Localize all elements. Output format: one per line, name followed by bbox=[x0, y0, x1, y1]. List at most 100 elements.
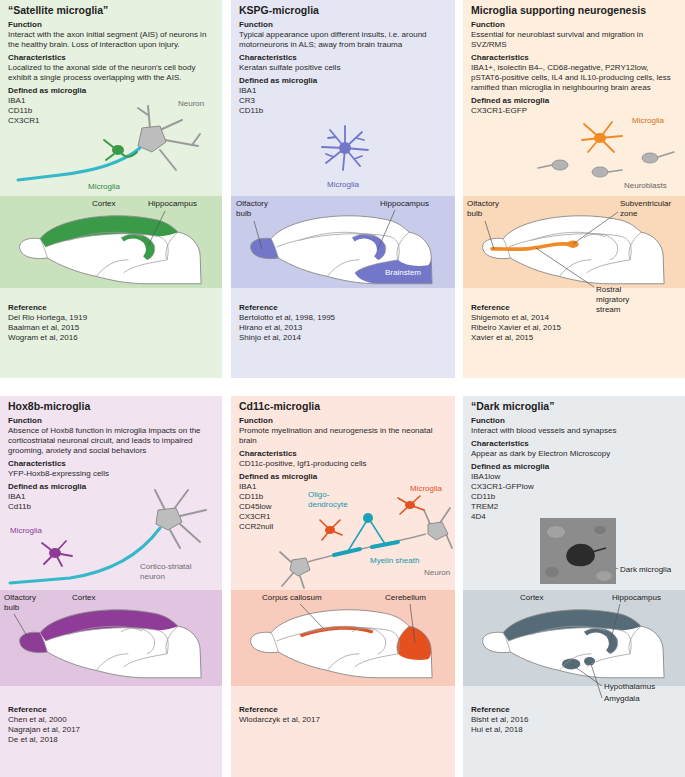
marker-text: CX3CR1 bbox=[239, 512, 271, 522]
region-label: Olfactory bulb bbox=[236, 199, 276, 219]
panel-text: Cd11c-microgliaFunctionPromote myelinati… bbox=[239, 400, 447, 532]
reference-block: ReferenceChen et al, 2000Nagrajan et al,… bbox=[8, 702, 214, 745]
cell-label: Microglia bbox=[632, 116, 664, 126]
body-text: YFP-Hoxb8-expressing cells bbox=[8, 469, 214, 479]
marker-text: CD11b bbox=[471, 492, 495, 502]
section-heading: Function bbox=[239, 416, 447, 426]
region-label: Hippocampus bbox=[612, 593, 661, 603]
cell-label: Myelin sheath bbox=[370, 556, 419, 566]
brain-map bbox=[20, 216, 201, 284]
section-heading: Reference bbox=[8, 705, 214, 715]
section-heading: Reference bbox=[471, 705, 677, 715]
marker-text: IBA1 bbox=[239, 86, 256, 96]
reference-block: ReferenceDel Rio Hortega, 1919Baalman et… bbox=[8, 300, 214, 343]
reference-text: Nagrajan et al, 2017 bbox=[8, 725, 214, 735]
section-heading: Defined as microglia bbox=[8, 482, 214, 492]
body-text: Promote myelination and neurogenesis in … bbox=[239, 426, 447, 446]
section-heading: Function bbox=[8, 416, 214, 426]
section-heading: Reference bbox=[8, 303, 214, 313]
body-text: Absence of Hoxb8 function in microglia i… bbox=[8, 426, 214, 456]
marker-text: IBA1 bbox=[8, 492, 25, 502]
region-label: Hippocampus bbox=[380, 199, 429, 209]
reference-text: Ribeiro Xavier et al, 2015 bbox=[471, 323, 677, 333]
section-heading: Function bbox=[8, 20, 214, 30]
body-text: Typical appearance upon different insult… bbox=[239, 30, 447, 50]
kspg-illustration bbox=[322, 126, 368, 170]
cell-label: Neuroblasts bbox=[624, 181, 667, 191]
section-heading: Reference bbox=[471, 303, 677, 313]
body-text: CD11c-positive, Igf1-producing cells bbox=[239, 459, 447, 469]
section-heading: Defined as microglia bbox=[471, 462, 677, 472]
marker-text: 4D4 bbox=[471, 512, 486, 522]
satellite-illustration bbox=[18, 106, 200, 180]
section-heading: Function bbox=[471, 20, 677, 30]
section-heading: Reference bbox=[239, 705, 447, 715]
panel-title: “Dark microglia” bbox=[471, 400, 677, 413]
region-label: Amygdala bbox=[604, 694, 640, 704]
reference-block: ReferenceShigemoto et al, 2014Ribeiro Xa… bbox=[471, 300, 677, 343]
reference-text: Hirano et al, 2013 bbox=[239, 323, 447, 333]
panel-title: Hox8b-microglia bbox=[8, 400, 214, 413]
marker-text: CD11b bbox=[239, 106, 263, 116]
panel-text: Microglia supporting neurogenesisFunctio… bbox=[471, 4, 677, 116]
marker-text: CD11b bbox=[239, 492, 263, 502]
reference-text: Wogram et al, 2016 bbox=[8, 333, 214, 343]
cell-label: Microglia bbox=[88, 182, 120, 192]
brain-map bbox=[251, 610, 432, 678]
cell-label: Microglia bbox=[410, 484, 442, 494]
panel-box: Cd11c-microgliaFunctionPromote myelinati… bbox=[231, 396, 455, 777]
cell-label: Microglia bbox=[327, 180, 359, 190]
marker-text: IBA1low bbox=[471, 472, 500, 482]
reference-text: Bisht et al, 2016 bbox=[471, 715, 677, 725]
cell-label: Oligo-dendrocyte bbox=[308, 490, 352, 510]
body-text: Interact with the axon initial segment (… bbox=[8, 30, 214, 50]
marker-text: CCR2null bbox=[239, 522, 273, 532]
marker-text: CR3 bbox=[239, 96, 255, 106]
region-label: Cortex bbox=[520, 593, 544, 603]
reference-block: ReferenceWlodarczyk et al, 2017 bbox=[239, 702, 447, 725]
reference-text: De et al, 2018 bbox=[8, 735, 214, 745]
panel-text: KSPG-microgliaFunctionTypical appearance… bbox=[239, 4, 447, 116]
section-heading: Function bbox=[471, 416, 677, 426]
cd11c-illustration bbox=[280, 496, 452, 588]
reference-text: Hui et al, 2018 bbox=[471, 725, 677, 735]
section-heading: Reference bbox=[239, 303, 447, 313]
body-text: Localized to the axonal side of the neur… bbox=[8, 63, 214, 83]
em-image bbox=[540, 518, 616, 584]
cell-label: Neuron bbox=[424, 568, 450, 578]
marker-text: CX3CR1 bbox=[8, 116, 40, 126]
reference-text: Shinjo et al, 2014 bbox=[239, 333, 447, 343]
cell-label: Cortico-striatal neuron bbox=[140, 562, 210, 582]
panel-title: Microglia supporting neurogenesis bbox=[471, 4, 677, 17]
brain-map bbox=[483, 610, 664, 678]
region-label: Rostral migratory stream bbox=[596, 285, 641, 315]
marker-text: Cd11b bbox=[8, 502, 31, 512]
panel-box: Hox8b-microgliaFunctionAbsence of Hoxb8 … bbox=[0, 396, 222, 777]
body-text: Essential for neuroblast survival and mi… bbox=[471, 30, 677, 50]
panel-box: “Dark microglia” FunctionInteract with bl… bbox=[463, 396, 685, 777]
panel-title: “Satellite microglia” bbox=[8, 4, 214, 17]
marker-text: TREM2 bbox=[471, 502, 498, 512]
reference-text: Chen et al, 2000 bbox=[8, 715, 214, 725]
body-text: IBA1+, isolectin B4–, CD68-negative, P2R… bbox=[471, 63, 677, 93]
cell-label: Dark microglia bbox=[620, 565, 671, 575]
section-heading: Characteristics bbox=[471, 439, 677, 449]
body-text: Interact with blood vessels and synapses bbox=[471, 426, 677, 436]
cell-label: Microglia bbox=[10, 526, 42, 536]
section-heading: Defined as microglia bbox=[471, 96, 677, 106]
reference-text: Del Rio Hortega, 1919 bbox=[8, 313, 214, 323]
region-label: Cerebellum bbox=[385, 593, 426, 603]
region-label: Corpus callosum bbox=[262, 593, 322, 603]
region-label: Cortex bbox=[72, 593, 96, 603]
section-heading: Characteristics bbox=[239, 449, 447, 459]
region-label: Olfactory bulb bbox=[4, 593, 44, 613]
marker-text: CX3CR1-EGFP bbox=[471, 106, 527, 116]
region-label: Olfactory bulb bbox=[467, 199, 507, 219]
body-text: Keratan sulfate positive cells bbox=[239, 63, 447, 73]
panel-text: “Dark microglia” FunctionInteract with bl… bbox=[471, 400, 677, 522]
brain-map bbox=[251, 216, 432, 284]
region-label: Hippocampus bbox=[148, 199, 197, 209]
